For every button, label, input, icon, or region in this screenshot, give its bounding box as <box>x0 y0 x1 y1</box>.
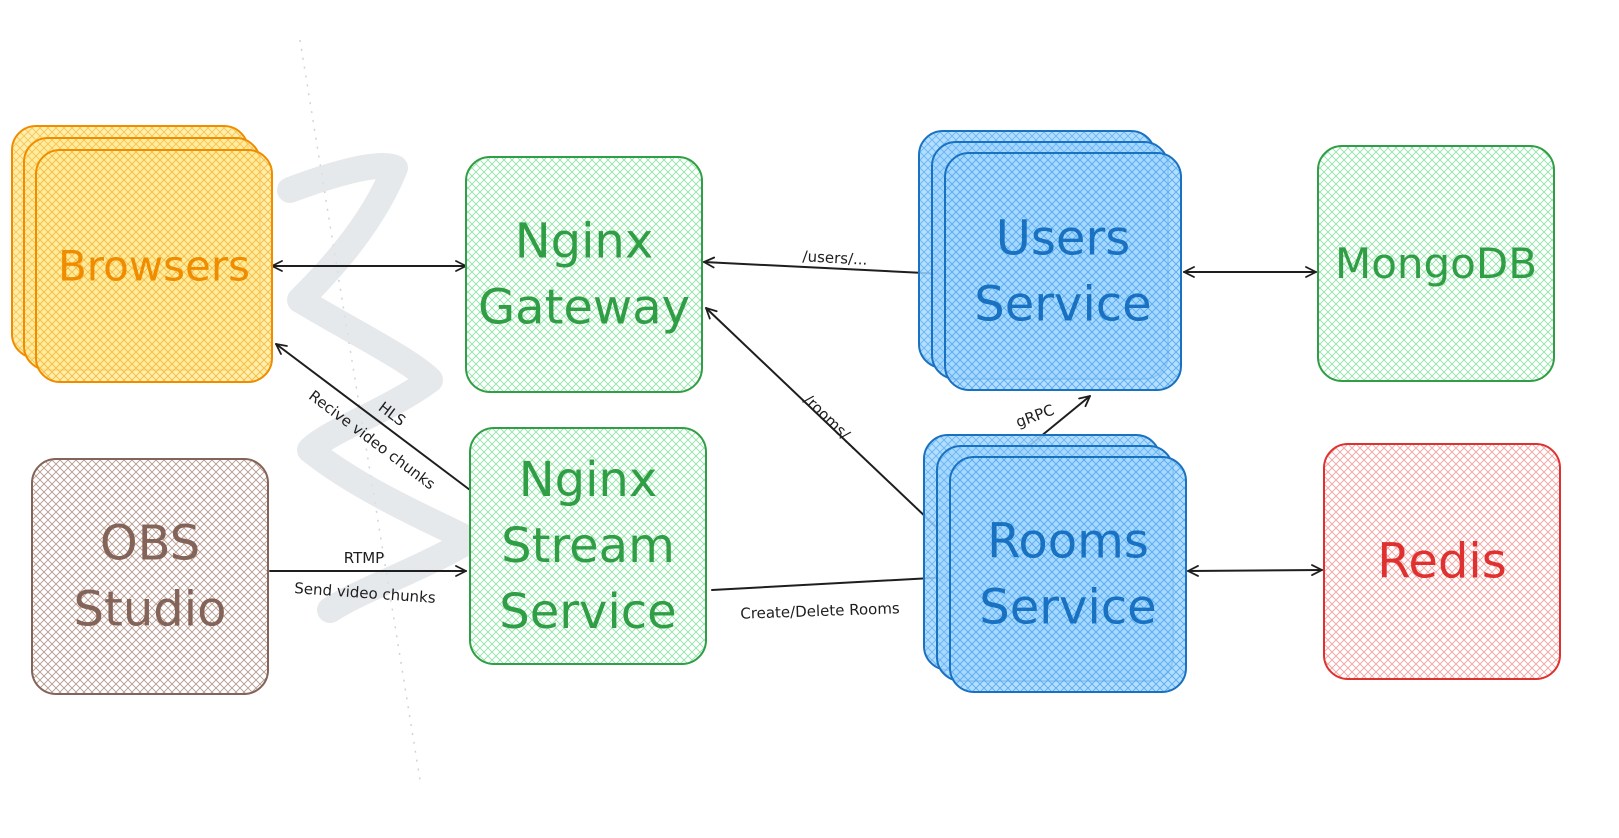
nginx-gateway-label-line: Gateway <box>478 280 690 336</box>
obs-studio-box-border <box>31 458 269 695</box>
mongodb-box-hatch <box>1318 146 1554 381</box>
redis-box-hatch <box>1324 444 1560 679</box>
rooms-service-box-hatch <box>950 457 1186 692</box>
obs-studio-node[interactable]: OBS Studio <box>31 458 269 695</box>
users-service-label-line: Service <box>974 277 1151 333</box>
mongodb-label-line: MongoDB <box>1335 239 1537 288</box>
redis-box-border <box>1323 443 1561 680</box>
users-service-label-line: Users <box>996 211 1130 267</box>
browsers-box-border <box>35 149 273 383</box>
rooms-service-label-line: Service <box>979 580 1156 636</box>
rooms-service-label-line: Rooms <box>987 514 1149 570</box>
obs-studio-box-hatch <box>32 459 268 694</box>
redis-node[interactable]: Redis <box>1323 443 1561 680</box>
stream-browsers-arrow[interactable] <box>275 343 471 491</box>
stream-rooms-arrow[interactable] <box>711 571 951 591</box>
nginx-stream-service-box-border <box>469 427 707 665</box>
users-rooms-label: gRPC <box>1013 401 1056 431</box>
edges-layer <box>269 256 1323 591</box>
rooms-redis-arrow[interactable] <box>1187 564 1323 577</box>
browsers-node[interactable]: Browsers <box>11 125 273 383</box>
mongodb-box-border <box>1317 145 1555 382</box>
obs-studio-label-line: OBS <box>100 516 200 572</box>
gateway-users-arrow[interactable] <box>703 256 945 280</box>
redis-label-line: Redis <box>1377 534 1507 590</box>
rooms-service-box-border <box>949 456 1187 693</box>
users-service-box-border <box>944 152 1182 391</box>
obs-stream-label: RTMP <box>344 549 384 567</box>
nginx-stream-service-label-line: Service <box>499 584 676 640</box>
stream-rooms-label: Create/Delete Rooms <box>740 599 900 623</box>
browsers-box-hatch <box>36 150 272 382</box>
gateway-rooms-arrow[interactable] <box>705 307 951 541</box>
gateway-users-label: /users/... <box>802 247 868 268</box>
users-service-box-hatch <box>945 153 1181 390</box>
nginx-stream-service-label-line: Nginx <box>519 452 658 508</box>
mongodb-node[interactable]: MongoDB <box>1317 145 1555 382</box>
nginx-gateway-box-border <box>465 156 703 393</box>
browsers-label-line: Browsers <box>58 242 250 291</box>
nginx-gateway-label-line: Nginx <box>515 214 654 270</box>
gateway-rooms-label: /rooms/... <box>800 391 864 453</box>
nginx-stream-service-box-hatch <box>470 428 706 664</box>
nginx-gateway-box-hatch <box>466 157 702 392</box>
nginx-stream-service-label-line: Stream <box>501 518 675 574</box>
obs-studio-label-line: Studio <box>74 582 227 638</box>
